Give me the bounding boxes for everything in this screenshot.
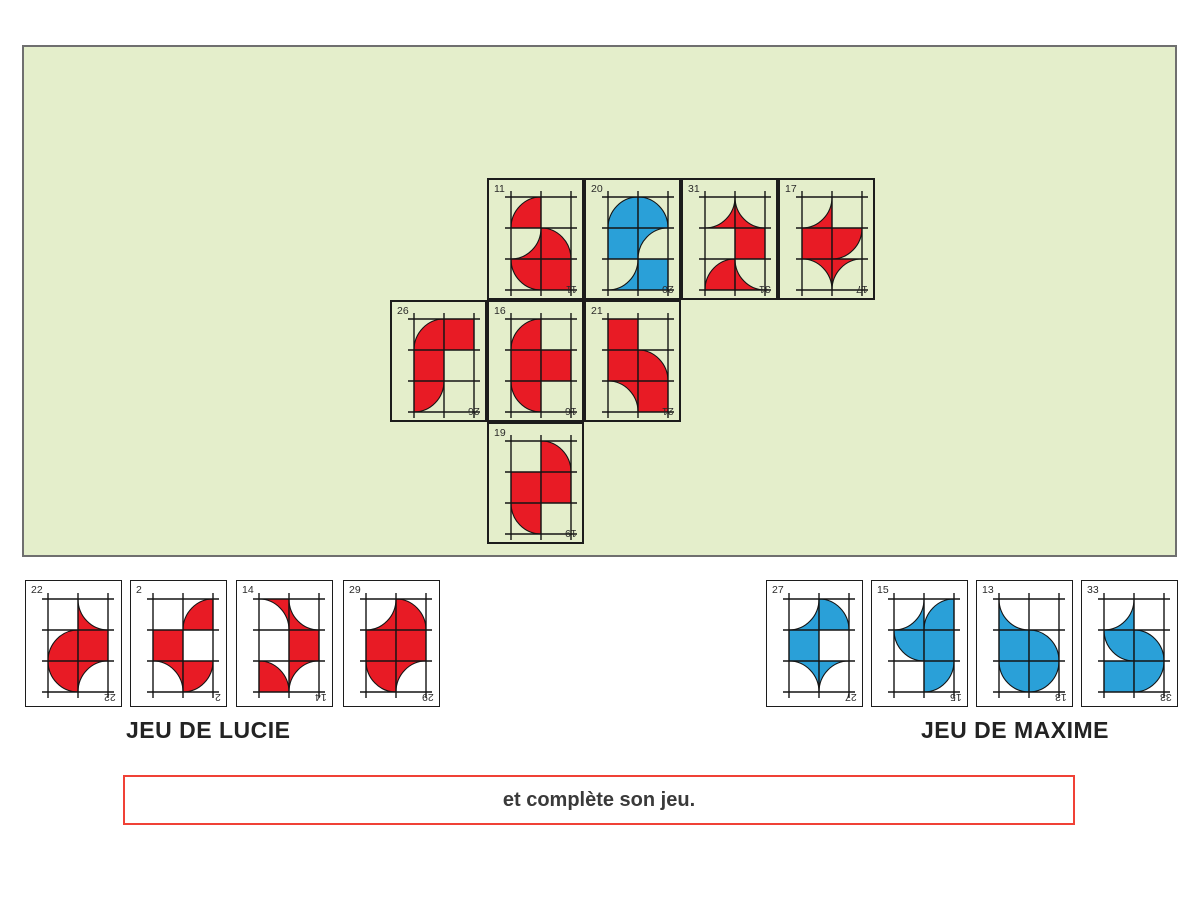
instruction-text: et complète son jeu. [502, 788, 696, 811]
card-pattern [147, 593, 219, 698]
card-number: 26 [397, 305, 409, 317]
card-number: 14 [242, 584, 254, 596]
card-pattern [993, 593, 1065, 698]
card-number-inverted: 33 [1160, 691, 1172, 703]
card-number-inverted: 17 [856, 283, 868, 295]
card-14[interactable]: 14 14 [236, 580, 333, 707]
card-number: 13 [982, 584, 994, 596]
card-number-inverted: 11 [566, 283, 577, 295]
card-pattern [253, 593, 325, 698]
card-number-inverted: 19 [565, 527, 577, 539]
card-pattern [505, 435, 577, 540]
card-pattern [888, 593, 960, 698]
card-number-inverted: 15 [950, 691, 962, 703]
card-21[interactable]: 21 21 [584, 300, 681, 422]
card-pattern [699, 191, 771, 296]
card-pattern [1098, 593, 1170, 698]
card-number-inverted: 13 [1055, 691, 1067, 703]
card-number: 16 [494, 305, 506, 317]
maxime-title: JEU DE MAXIME [921, 717, 1109, 743]
card-22[interactable]: 22 22 [25, 580, 122, 707]
card-pattern [796, 191, 868, 296]
card-number-inverted: 21 [662, 405, 674, 417]
card-number: 20 [591, 183, 603, 195]
card-pattern [505, 313, 577, 418]
card-number: 17 [785, 183, 797, 195]
card-number: 21 [591, 305, 603, 317]
card-pattern [783, 593, 855, 698]
card-number: 31 [688, 183, 700, 195]
card-number-inverted: 2 [215, 691, 221, 703]
card-pattern [602, 191, 674, 296]
card-number-inverted: 29 [422, 691, 434, 703]
card-number: 22 [31, 584, 43, 596]
card-29[interactable]: 29 29 [343, 580, 440, 707]
card-number: 2 [136, 584, 142, 596]
card-number: 15 [877, 584, 889, 596]
card-number: 27 [772, 584, 784, 596]
card-number-inverted: 22 [104, 691, 116, 703]
instruction-box: et complète son jeu. [123, 775, 1075, 825]
card-number-inverted: 14 [315, 691, 327, 703]
card-number: 19 [494, 427, 506, 439]
card-number-inverted: 31 [759, 283, 771, 295]
lucie-title: JEU DE LUCIE [126, 717, 291, 743]
card-pattern [408, 313, 480, 418]
card-number: 29 [349, 584, 361, 596]
card-pattern [360, 593, 432, 698]
card-number-inverted: 26 [468, 405, 480, 417]
card-number-inverted: 27 [845, 691, 857, 703]
card-33[interactable]: 33 33 [1081, 580, 1178, 707]
card-11[interactable]: 11 11 [487, 178, 584, 300]
card-27[interactable]: 27 27 [766, 580, 863, 707]
card-26[interactable]: 26 26 [390, 300, 487, 422]
card-number-inverted: 16 [565, 405, 577, 417]
card-number-inverted: 20 [662, 283, 674, 295]
card-13[interactable]: 13 13 [976, 580, 1073, 707]
card-31[interactable]: 31 31 [681, 178, 778, 300]
card-number: 33 [1087, 584, 1099, 596]
card-pattern [602, 313, 674, 418]
card-pattern [42, 593, 114, 698]
card-number: 11 [494, 183, 505, 195]
card-pattern [505, 191, 577, 296]
